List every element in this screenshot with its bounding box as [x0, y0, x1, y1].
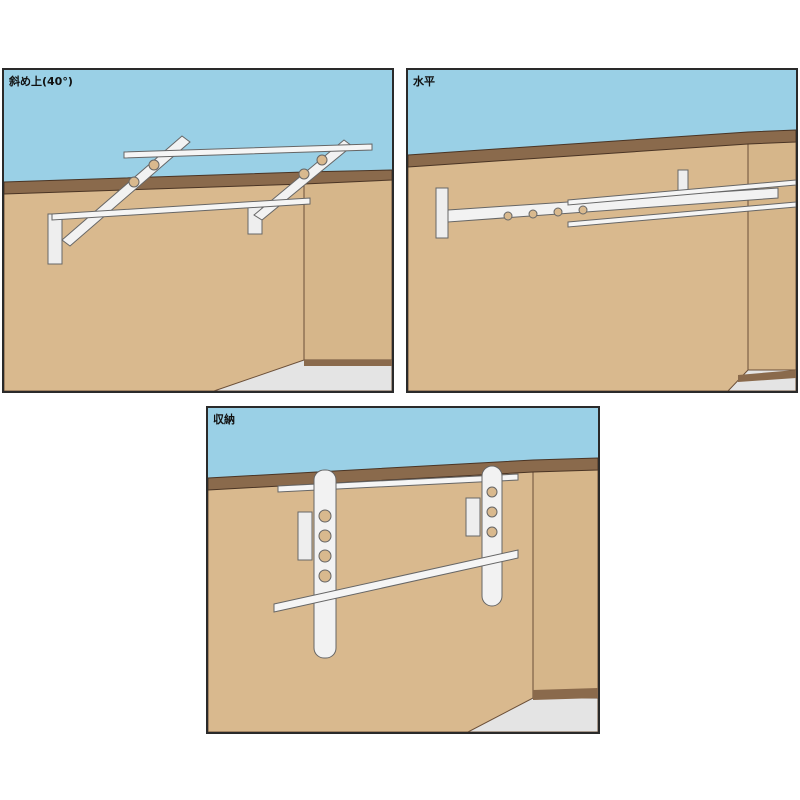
illustration-diagonal-up [4, 70, 392, 391]
bracket-left [47, 213, 63, 265]
panel-diagonal-up: 斜め上(40°) [2, 68, 394, 393]
panel-horizontal: 水平 [406, 68, 798, 393]
panel-stowed: 収納 [206, 406, 600, 734]
panel-caption: 収納 [213, 413, 235, 426]
illustration-stowed [208, 408, 598, 732]
panel-caption: 水平 [413, 75, 435, 88]
illustration-horizontal [408, 70, 796, 391]
panel-caption: 斜め上(40°) [9, 75, 73, 88]
